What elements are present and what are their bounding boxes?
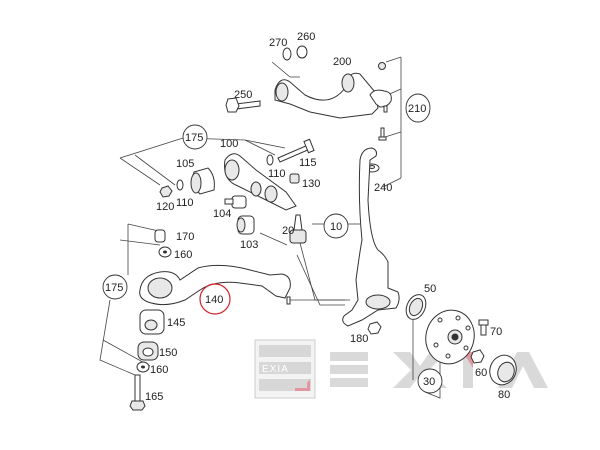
- label-130: 130: [302, 178, 320, 190]
- part-103-bushing[interactable]: [236, 215, 255, 235]
- part-50-seal[interactable]: [402, 291, 429, 322]
- part-130-nut[interactable]: [289, 173, 300, 184]
- part-145-bushing[interactable]: [139, 309, 165, 335]
- part-120-nut[interactable]: [159, 185, 173, 198]
- label-120: 120: [156, 201, 174, 213]
- part-80-hub-cap[interactable]: [486, 351, 521, 388]
- part-160-washer-top[interactable]: [158, 246, 172, 258]
- label-105: 105: [176, 158, 194, 170]
- part-210-nut[interactable]: [378, 62, 386, 70]
- part-10-steering-knuckle[interactable]: [342, 147, 400, 327]
- label-103: 103: [240, 239, 258, 251]
- part-20-ball-joint[interactable]: [289, 214, 307, 244]
- label-140: 140: [205, 294, 223, 306]
- label-240: 240: [374, 182, 392, 194]
- part-70-wheel-bolt[interactable]: [478, 319, 489, 336]
- label-10: 10: [330, 221, 342, 233]
- callout-140-highlight[interactable]: [199, 283, 231, 315]
- label-20: 20: [282, 225, 294, 237]
- label-165: 165: [145, 391, 163, 403]
- label-104: 104: [213, 208, 231, 220]
- part-100-bushing-pair[interactable]: [250, 181, 278, 203]
- label-80: 80: [498, 389, 510, 401]
- part-250-bolt[interactable]: [225, 97, 261, 113]
- label-100: 100: [220, 138, 238, 150]
- part-60-nut[interactable]: [470, 349, 485, 364]
- part-104-bushing[interactable]: [224, 195, 247, 209]
- part-200-upper-control-arm[interactable]: [274, 72, 379, 119]
- label-175-left: 175: [105, 282, 123, 294]
- part-160-washer-bottom[interactable]: [136, 361, 150, 373]
- label-250: 250: [234, 89, 252, 101]
- part-210-bolt[interactable]: [378, 127, 387, 141]
- part-150-bushing[interactable]: [137, 341, 159, 361]
- label-150: 150: [159, 347, 177, 359]
- part-30-wheel-hub[interactable]: [420, 305, 480, 370]
- part-180-nut[interactable]: [367, 321, 382, 335]
- label-270: 270: [269, 37, 287, 49]
- part-110-washer-right[interactable]: [266, 154, 274, 166]
- watermark-e-bars: [330, 352, 368, 387]
- callout-10[interactable]: [323, 213, 349, 239]
- label-60: 60: [475, 367, 487, 379]
- part-105-bushing[interactable]: [190, 167, 215, 195]
- label-110-right: 110: [268, 168, 286, 180]
- callout-210[interactable]: [405, 93, 431, 123]
- label-110-left: 110: [176, 197, 194, 209]
- label-115: 115: [299, 157, 317, 169]
- callout-175-left[interactable]: [102, 274, 128, 300]
- label-145: 145: [167, 317, 185, 329]
- label-50: 50: [424, 283, 436, 295]
- label-30: 30: [423, 376, 435, 388]
- label-70: 70: [490, 326, 502, 338]
- label-175-top: 175: [185, 132, 203, 144]
- part-labels: 270 260 200 250 210 175 100 105 115 110 …: [105, 31, 510, 403]
- label-160-top: 160: [174, 249, 192, 261]
- part-110-washer-left[interactable]: [176, 179, 184, 191]
- label-200: 200: [333, 56, 351, 68]
- part-170-sleeve[interactable]: [154, 229, 166, 243]
- part-140-lower-control-arm[interactable]: [139, 264, 291, 306]
- part-100-strut-arm[interactable]: [224, 153, 297, 211]
- part-270-washer[interactable]: [282, 47, 292, 61]
- callout-175-top[interactable]: [182, 124, 208, 150]
- part-115-bolt[interactable]: [277, 138, 315, 163]
- part-210-ball-joint[interactable]: [369, 89, 392, 113]
- part-165-bolt[interactable]: [129, 374, 146, 411]
- label-180: 180: [350, 333, 368, 345]
- callout-30[interactable]: [417, 368, 443, 394]
- label-160-bottom: 160: [150, 364, 168, 376]
- label-210: 210: [408, 103, 426, 115]
- part-260-bushing[interactable]: [296, 45, 308, 59]
- watermark-brand-text: EXIA: [262, 364, 289, 375]
- label-260: 260: [297, 31, 315, 43]
- leader-lines: [99, 56, 441, 399]
- label-170: 170: [176, 231, 194, 243]
- watermark-badge: EXIA: [254, 339, 316, 399]
